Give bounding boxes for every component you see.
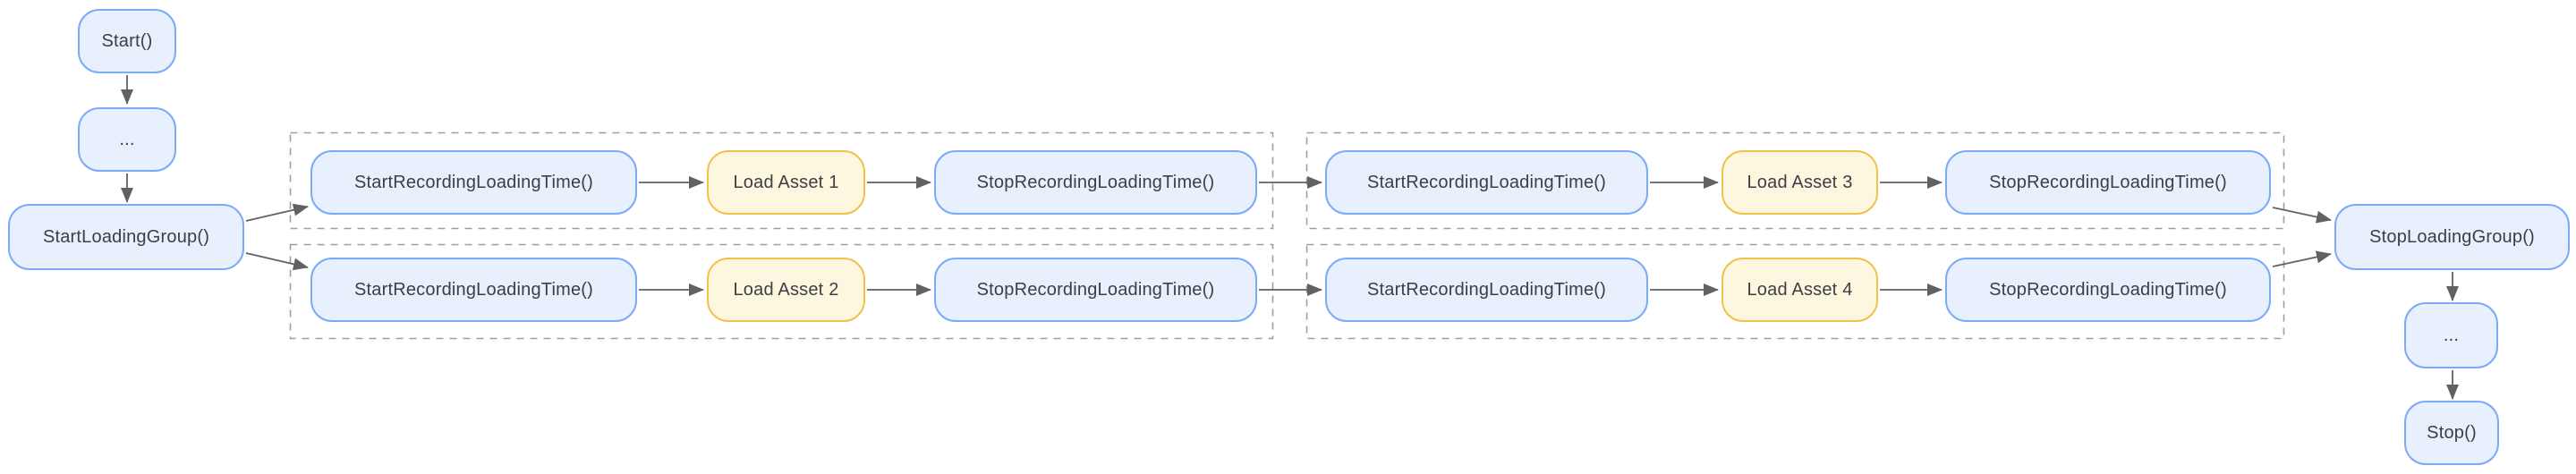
node-label: StartRecordingLoadingTime(): [353, 279, 593, 300]
edge-start-loading-group-to-start-recording-2: [245, 252, 309, 271]
node-label: ...: [2443, 325, 2460, 345]
node-stop-recording-loading-time-3: StopRecordingLoadingTime(): [1945, 150, 2271, 215]
node-start-recording-loading-time-3: StartRecordingLoadingTime(): [1325, 150, 1648, 215]
dashed-group-row-3: [1305, 131, 2285, 230]
node-load-asset-2: Load Asset 2: [707, 258, 865, 322]
dashed-group-row-4: [1305, 243, 2285, 340]
node-label: Load Asset 1: [733, 172, 839, 192]
node-stop-loading-group: StopLoadingGroup(): [2334, 204, 2570, 270]
node-label: ...: [119, 129, 135, 149]
node-start-recording-loading-time-1: StartRecordingLoadingTime(): [310, 150, 637, 215]
node-label: StartRecordingLoadingTime(): [1366, 172, 1606, 192]
node-label: StopRecordingLoadingTime(): [1989, 279, 2227, 300]
node-label: Load Asset 4: [1747, 279, 1853, 300]
node-ellipsis-after: ...: [2404, 302, 2498, 368]
node-stop-recording-loading-time-2: StopRecordingLoadingTime(): [934, 258, 1257, 322]
node-label: Load Asset 2: [733, 279, 839, 300]
node-label: Start(): [101, 30, 153, 51]
node-label: Stop(): [2427, 422, 2477, 443]
node-stop: Stop(): [2404, 401, 2499, 465]
node-stop-recording-loading-time-1: StopRecordingLoadingTime(): [934, 150, 1257, 215]
node-label: StartRecordingLoadingTime(): [1366, 279, 1606, 300]
node-load-asset-1: Load Asset 1: [707, 150, 865, 215]
dashed-group-row-1: [289, 131, 1274, 230]
node-label: StopRecordingLoadingTime(): [1989, 172, 2227, 192]
node-start-recording-loading-time-4: StartRecordingLoadingTime(): [1325, 258, 1648, 322]
edge-stop-recording-3-to-stop-loading-group: [2272, 207, 2332, 224]
node-label: Load Asset 3: [1747, 172, 1853, 192]
node-start-loading-group: StartLoadingGroup(): [8, 204, 244, 270]
node-ellipsis-before: ...: [78, 107, 176, 172]
node-start: Start(): [78, 9, 176, 73]
node-label: StopRecordingLoadingTime(): [976, 172, 1215, 192]
node-stop-recording-loading-time-4: StopRecordingLoadingTime(): [1945, 258, 2271, 322]
node-load-asset-3: Load Asset 3: [1722, 150, 1878, 215]
node-label: StartRecordingLoadingTime(): [353, 172, 593, 192]
node-label: StartLoadingGroup(): [42, 226, 210, 247]
node-start-recording-loading-time-2: StartRecordingLoadingTime(): [310, 258, 637, 322]
node-label: StopLoadingGroup(): [2369, 226, 2535, 247]
node-load-asset-4: Load Asset 4: [1722, 258, 1878, 322]
edge-start-loading-group-to-start-recording-1: [245, 203, 309, 222]
edge-stop-recording-4-to-stop-loading-group: [2272, 250, 2332, 267]
node-label: StopRecordingLoadingTime(): [976, 279, 1215, 300]
